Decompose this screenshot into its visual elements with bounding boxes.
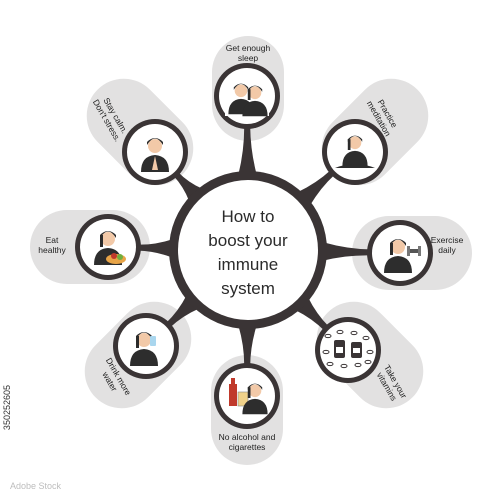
connector-meditation bbox=[297, 170, 335, 206]
node-meditation bbox=[322, 119, 388, 185]
connector-exercise bbox=[323, 242, 371, 261]
connector-lines bbox=[137, 125, 371, 367]
connector-eat bbox=[137, 239, 173, 258]
center-hub: How to boost your immune system bbox=[169, 171, 327, 329]
node-calm bbox=[122, 119, 188, 185]
title-line-3: immune bbox=[218, 255, 278, 274]
title-line-2: boost your bbox=[208, 231, 288, 250]
label-eat-line-2: healthy bbox=[38, 245, 66, 255]
label-exercise-line-1: Exercise bbox=[431, 235, 464, 245]
node-water bbox=[113, 313, 179, 379]
connector-sleep bbox=[238, 125, 257, 175]
calm-woman-icon bbox=[141, 138, 169, 172]
connector-alcohol bbox=[238, 325, 257, 367]
dumbbell-woman-icon bbox=[384, 239, 421, 273]
label-sleep-line-1: Get enough bbox=[226, 43, 271, 53]
vitamin-bottles-icon bbox=[322, 329, 374, 369]
node-alcohol bbox=[214, 363, 280, 429]
no-alcohol-icon bbox=[229, 378, 268, 415]
title-line-4: system bbox=[221, 279, 275, 298]
node-eat bbox=[75, 214, 141, 280]
meditating-woman-icon bbox=[335, 135, 375, 168]
label-exercise-line-2: daily bbox=[438, 245, 456, 255]
stock-watermark: Adobe Stock bbox=[10, 481, 62, 491]
label-alcohol-line-1: No alcohol and bbox=[219, 432, 276, 442]
label-alcohol-line-2: cigarettes bbox=[229, 442, 266, 452]
stock-image-id: 350252605 bbox=[2, 385, 12, 431]
tip-nodes bbox=[75, 63, 433, 429]
node-exercise bbox=[367, 220, 433, 286]
node-sleep bbox=[214, 63, 280, 129]
title-line-1: How to bbox=[222, 207, 275, 226]
drinking-water-icon bbox=[130, 332, 158, 366]
label-eat-line-1: Eat bbox=[46, 235, 59, 245]
node-inner bbox=[80, 219, 136, 275]
couple-sleeping-icon bbox=[225, 83, 269, 117]
node-inner bbox=[320, 322, 376, 378]
label-sleep-line-2: sleep bbox=[238, 53, 259, 63]
node-vitamins bbox=[315, 317, 381, 383]
healthy-food-icon bbox=[94, 231, 126, 265]
